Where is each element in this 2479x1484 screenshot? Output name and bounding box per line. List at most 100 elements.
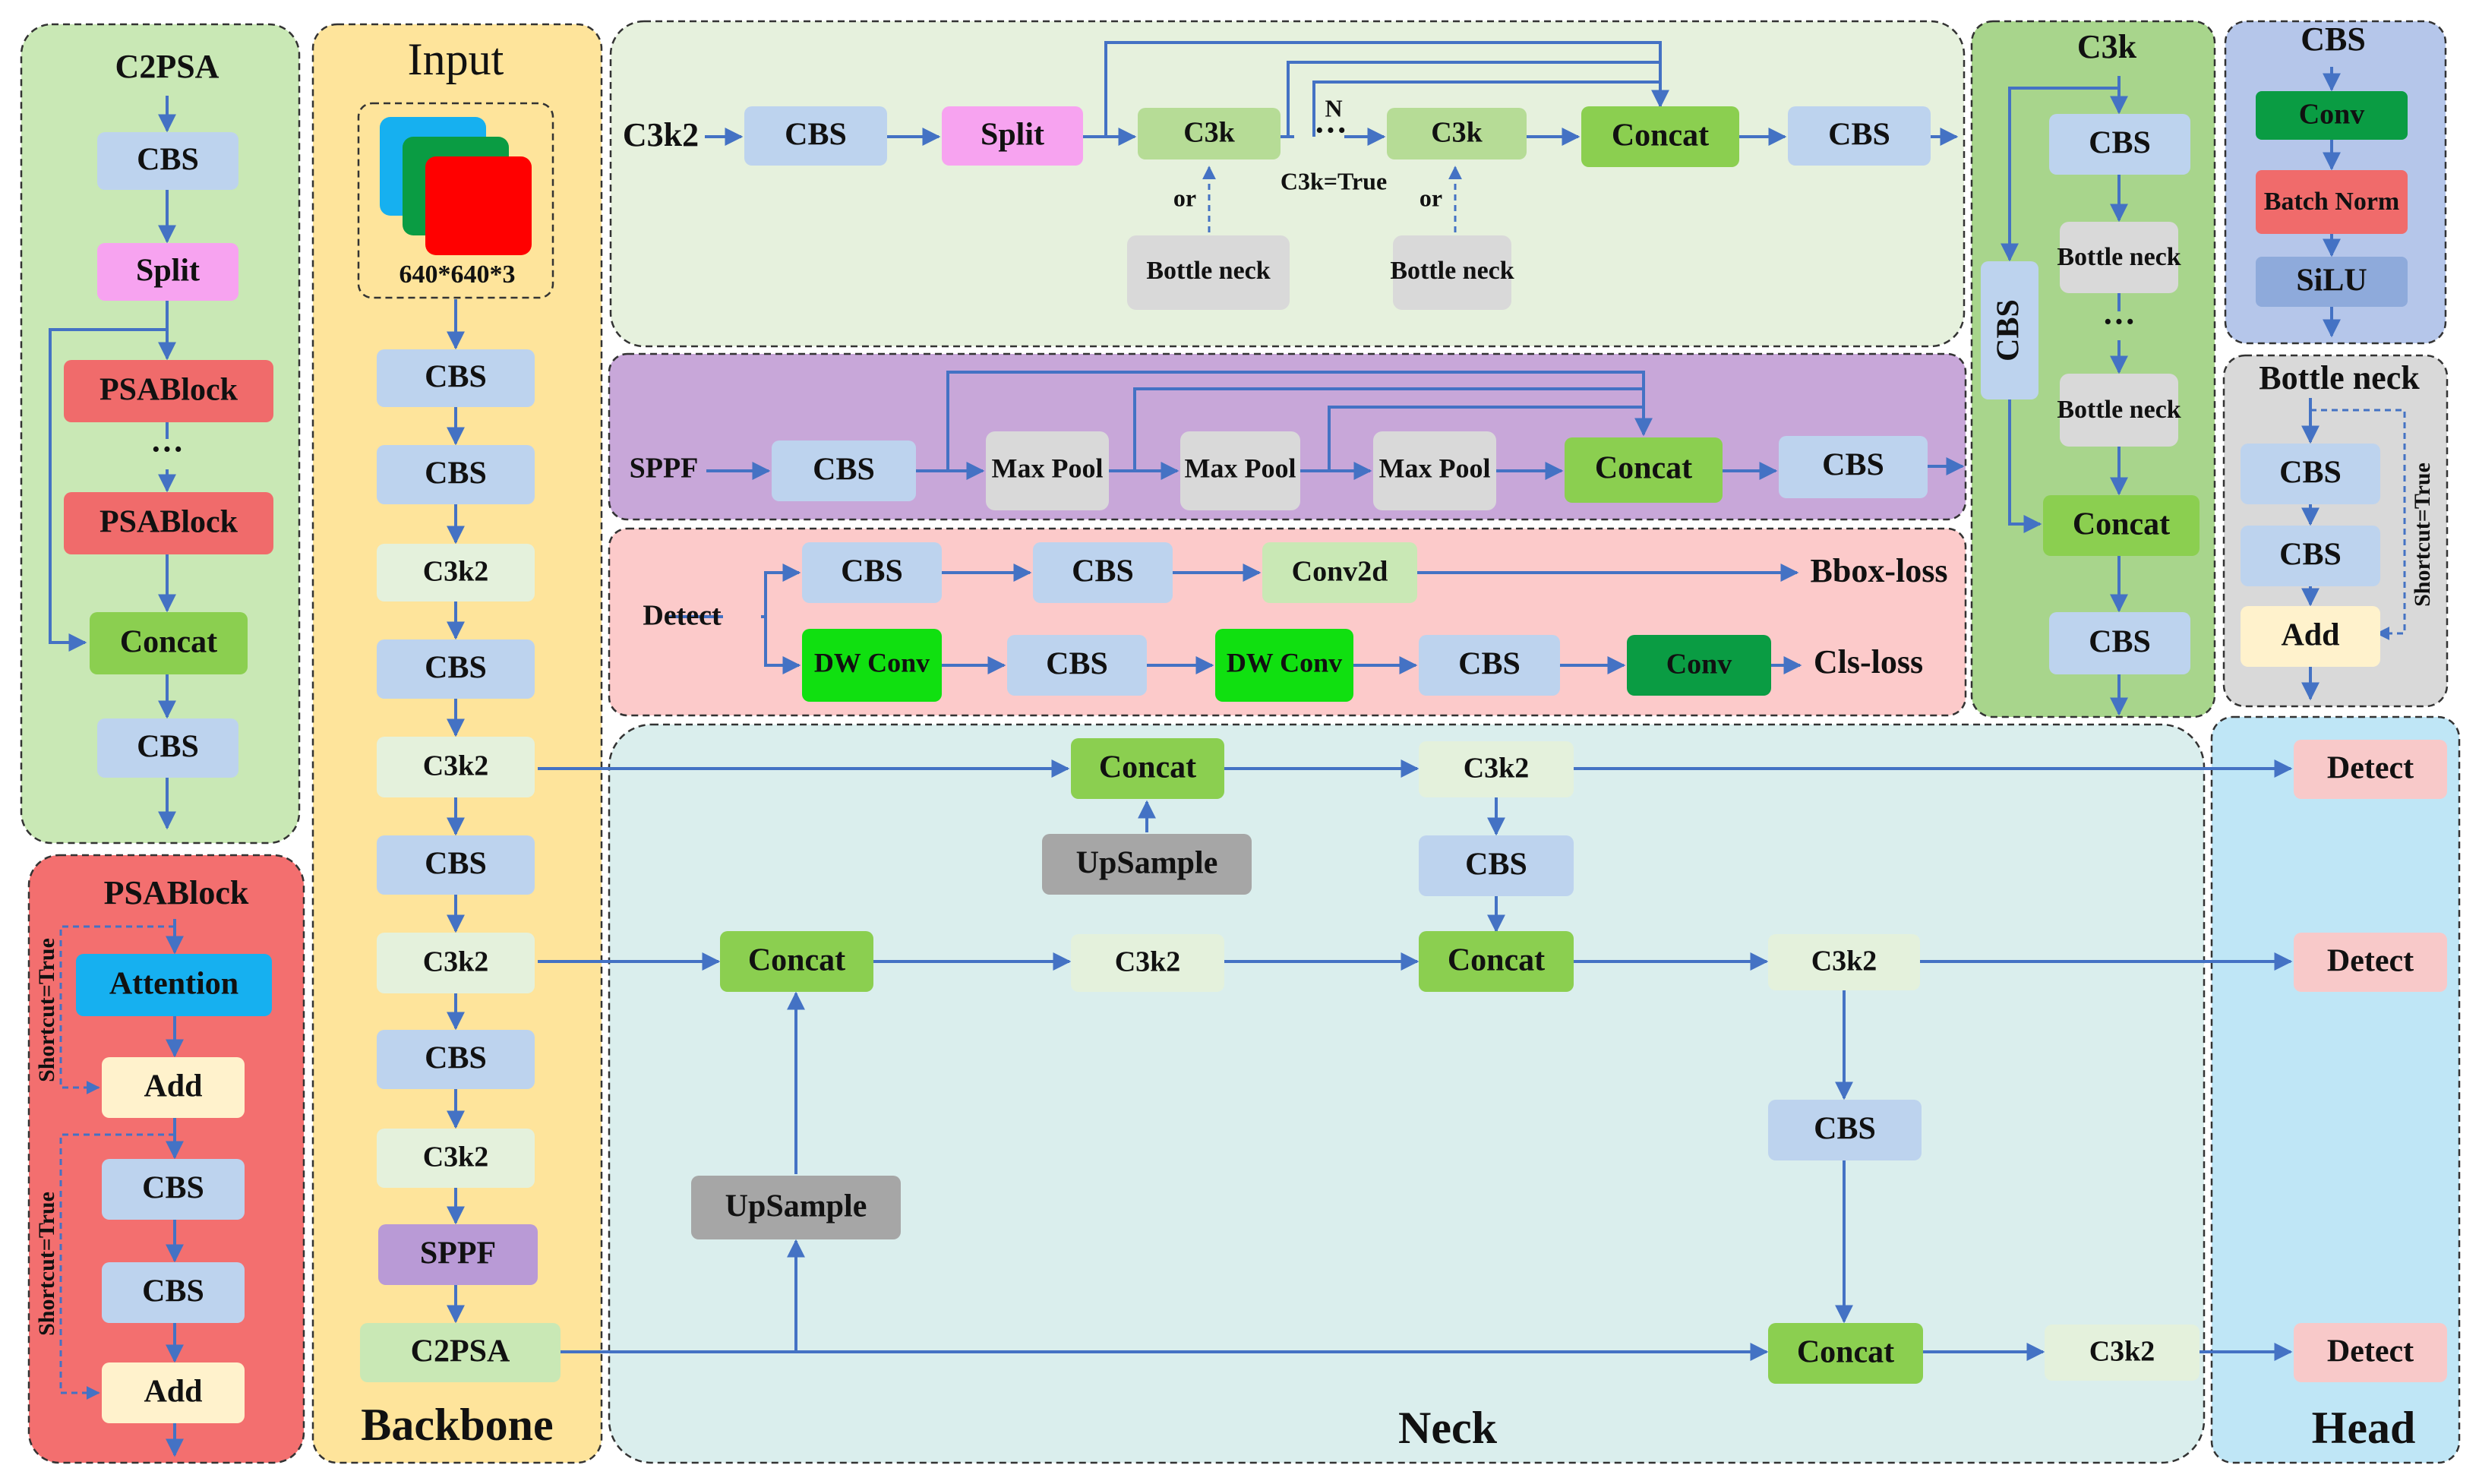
svg-text:CBS: CBS [142, 1171, 204, 1206]
psablock-title: PSABlock [104, 874, 249, 911]
svg-text:Concat: Concat [1612, 118, 1709, 153]
svg-text:Concat: Concat [748, 943, 845, 978]
svg-text:CBS: CBS [1465, 848, 1527, 883]
c3k-dots: ··· [2102, 303, 2136, 340]
svg-text:Detect: Detect [2327, 751, 2414, 786]
svg-text:Detect: Detect [2327, 944, 2414, 979]
svg-text:C3k2: C3k2 [423, 750, 489, 782]
svg-text:CBS: CBS [425, 1041, 487, 1076]
svg-text:UpSample: UpSample [725, 1189, 867, 1224]
svg-text:CBS: CBS [813, 453, 875, 488]
psablock-cbs-2: CBS [102, 1262, 245, 1323]
neck-concat-mid-right: Concat [1419, 931, 1574, 992]
c3k2-panel [609, 20, 1966, 348]
cbs-panel-title: CBS [2301, 21, 2366, 58]
svg-text:Split: Split [981, 118, 1044, 153]
svg-text:Conv2d: Conv2d [1292, 556, 1388, 588]
detect-cbs-d: CBS [1419, 635, 1560, 696]
svg-text:CBS: CBS [2279, 456, 2342, 491]
svg-text:UpSample: UpSample [1076, 846, 1218, 881]
sppf-maxpool-3: Max Pool [1373, 431, 1496, 510]
detect-conv2d: Conv2d [1262, 542, 1417, 603]
psablock-shortcut-2: Shortcut=True [34, 1192, 59, 1336]
svg-text:CBS: CBS [1814, 1112, 1876, 1147]
svg-text:Max Pool: Max Pool [1379, 453, 1491, 483]
c3k2-or-2: or [1420, 184, 1442, 211]
svg-text:Max Pool: Max Pool [1185, 453, 1296, 483]
c3k2-c3k-a: C3k [1138, 108, 1281, 159]
svg-text:Max Pool: Max Pool [992, 453, 1104, 483]
svg-text:PSABlock: PSABlock [99, 505, 238, 540]
svg-text:CBS: CBS [137, 143, 199, 178]
neck-concat-top: Concat [1071, 738, 1224, 799]
c3k2-cbs-1: CBS [744, 106, 887, 166]
input-title: Input [408, 34, 504, 84]
svg-text:CBS: CBS [425, 847, 487, 882]
psablock-add-1: Add [102, 1057, 245, 1118]
bottleneck-add: Add [2241, 606, 2380, 667]
svg-text:Detect: Detect [2327, 1334, 2414, 1369]
c3k-bottleneck-2: Bottle neck [2057, 374, 2181, 447]
c3k2-cbs-2: CBS [1788, 106, 1931, 166]
svg-text:Concat: Concat [1595, 451, 1692, 486]
input-image-frame [357, 102, 554, 299]
cbs-batchnorm: Batch Norm [2256, 170, 2408, 234]
c3k-concat: Concat [2043, 495, 2200, 556]
svg-text:Split: Split [136, 254, 200, 289]
svg-text:Attention: Attention [109, 967, 238, 1002]
svg-text:Bottle neck: Bottle neck [1146, 257, 1270, 285]
head-title: Head [2312, 1403, 2416, 1453]
svg-text:Concat: Concat [2073, 507, 2170, 542]
svg-text:CBS: CBS [1046, 647, 1108, 682]
c3k-cbs-1: CBS [2049, 114, 2190, 175]
c3k2-or-1: or [1173, 184, 1196, 211]
psablock-add-2: Add [102, 1362, 245, 1423]
detect-dwconv-b: DW Conv [1215, 629, 1353, 702]
detect-panel-title: Detect [643, 600, 722, 632]
c3k2-bottleneck-1: Bottle neck [1127, 235, 1290, 310]
bottleneck-shortcut: Shortcut=True [2410, 463, 2435, 607]
c2psa-dots: ··· [150, 431, 184, 468]
c3k2-dots: ··· [1314, 112, 1347, 149]
detect-conv: Conv [1627, 635, 1771, 696]
head-detect-1: Detect [2294, 740, 2447, 799]
svg-text:CBS: CBS [137, 730, 199, 765]
neck-c3k2-mid-right: C3k2 [1768, 934, 1920, 990]
svg-text:CBS: CBS [2279, 538, 2342, 573]
svg-text:SPPF: SPPF [420, 1236, 496, 1271]
c2psa-cbs-1: CBS [97, 132, 238, 190]
svg-text:C2PSA: C2PSA [411, 1334, 510, 1369]
sppf-maxpool-1: Max Pool [986, 431, 1109, 510]
head-detect-3: Detect [2294, 1323, 2447, 1382]
c3k-side-cbs: CBS [1981, 261, 2038, 399]
svg-text:C3k2: C3k2 [2089, 1336, 2155, 1368]
neck-title: Neck [1398, 1403, 1498, 1453]
svg-text:Add: Add [144, 1069, 202, 1104]
neck-concat-mid-left: Concat [720, 931, 873, 992]
svg-text:CBS: CBS [2089, 126, 2151, 161]
sppf-concat: Concat [1565, 437, 1723, 503]
svg-text:Bottle neck: Bottle neck [1390, 257, 1514, 285]
neck-panel [608, 723, 2206, 1464]
svg-text:C3k2: C3k2 [423, 946, 489, 978]
svg-text:Bottle neck: Bottle neck [2057, 396, 2181, 424]
sppf-cbs-1: CBS [772, 440, 916, 501]
svg-text:CBS: CBS [142, 1274, 204, 1309]
backbone-title: Backbone [361, 1400, 553, 1450]
c3k2-bottleneck-2: Bottle neck [1390, 235, 1514, 310]
svg-text:Concat: Concat [1797, 1335, 1894, 1370]
neck-concat-bottom: Concat [1768, 1323, 1923, 1384]
neck-c3k2-top-right: C3k2 [1419, 741, 1574, 797]
c2psa-split: Split [97, 243, 238, 301]
bottleneck-cbs-1: CBS [2241, 444, 2380, 504]
svg-text:Add: Add [2281, 618, 2339, 653]
c3k-cbs-2: CBS [2049, 612, 2190, 674]
svg-text:Concat: Concat [120, 625, 217, 660]
c2psa-cbs-2: CBS [97, 718, 238, 778]
backbone-node-6: CBS [377, 835, 535, 895]
c2psa-concat: Concat [90, 612, 248, 674]
backbone-node-11: C2PSA [360, 1323, 561, 1382]
svg-text:CBS: CBS [1072, 554, 1134, 589]
cbs-silu: SiLU [2256, 257, 2408, 307]
c3k2-split: Split [942, 106, 1083, 166]
